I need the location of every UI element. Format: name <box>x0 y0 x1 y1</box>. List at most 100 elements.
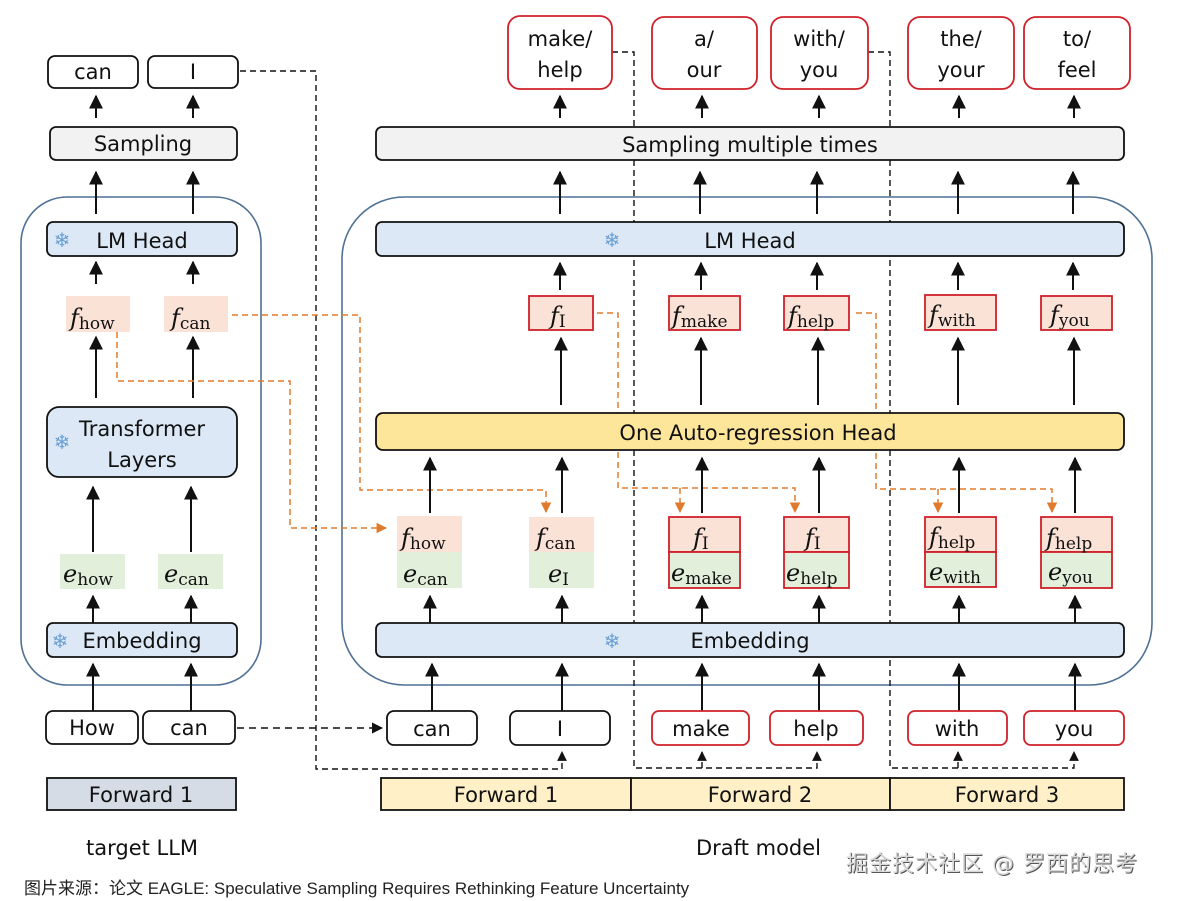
target-feature: fcan <box>164 296 228 334</box>
draft-output-line2: our <box>687 58 722 82</box>
draft-input-pair: fI emake <box>668 516 741 589</box>
svg-text:ecan: ecan <box>164 560 209 590</box>
draft-forward-label: Forward 1 <box>454 783 559 807</box>
dashed-connector <box>868 51 1079 769</box>
draft-input-token: make <box>651 710 750 746</box>
feature-subscript: help <box>938 533 975 553</box>
figure-caption: 图片来源：论文 EAGLE: Speculative Sampling Requ… <box>24 879 690 898</box>
feature-flow-connector <box>597 312 801 514</box>
draft-out-feature: fI <box>528 295 594 332</box>
draft-out-feature: fhelp <box>783 295 850 332</box>
feature-subscript: how <box>79 314 115 334</box>
draft-input-pair: fcan eI <box>529 517 594 590</box>
target-input-token: can <box>142 710 236 745</box>
svg-text:ehelp: ehelp <box>786 559 838 589</box>
ar-head-label: One Auto-regression Head <box>619 421 896 445</box>
feature-subscript: how <box>410 534 446 554</box>
embedding-subscript: help <box>800 569 837 589</box>
target-container <box>20 196 262 686</box>
watermark: 掘金技术社区 @ 罗西的思考 <box>846 852 1138 877</box>
draft-sampling-block: Sampling multiple times <box>375 126 1125 161</box>
draft-input-token: you <box>1023 710 1125 746</box>
feature-subscript: can <box>545 534 576 554</box>
draft-input-label: I <box>557 717 563 741</box>
feature-subscript: help <box>1055 534 1092 554</box>
embedding-symbol: e <box>548 560 562 588</box>
draft-forward-label: Forward 3 <box>955 783 1060 807</box>
snowflake-icon: ❄ <box>54 432 71 454</box>
feature-subscript: can <box>180 314 211 334</box>
svg-text:ewith: ewith <box>929 558 981 588</box>
embedding-symbol: e <box>63 560 77 588</box>
draft-out-feature: fmake <box>668 295 741 332</box>
draft-input-label: can <box>413 717 451 741</box>
dashed-connector <box>240 70 567 770</box>
draft-container <box>341 196 1153 686</box>
draft-output-token: with/ you <box>770 16 869 90</box>
draft-forward-bar: Forward 2 <box>630 777 891 811</box>
snowflake-icon: ❄ <box>604 631 621 653</box>
embedding-subscript: can <box>417 570 448 590</box>
target-lm-head-label: LM Head <box>96 229 187 253</box>
svg-text:eI: eI <box>548 560 569 590</box>
snowflake-icon: ❄ <box>52 631 69 653</box>
draft-output-token: the/ your <box>907 16 1015 90</box>
draft-input-pair: fhelp eyou <box>1040 516 1113 589</box>
draft-output-token: a/ our <box>651 16 758 90</box>
draft-input-pair: fhelp ewith <box>924 516 997 588</box>
draft-input-token: help <box>769 710 864 746</box>
embedding-symbol: e <box>164 560 178 588</box>
draft-forward-label: Forward 2 <box>708 783 813 807</box>
draft-input-label: help <box>793 717 838 741</box>
target-output-token: can <box>47 55 139 89</box>
feature-subscript: I <box>814 534 821 554</box>
draft-out-feature: fyou <box>1040 295 1113 331</box>
target-forward-label: Forward 1 <box>89 783 194 807</box>
draft-forward-bar: Forward 1 <box>380 777 632 811</box>
draft-input-token: I <box>509 710 611 746</box>
embedding-subscript: you <box>1061 568 1093 588</box>
target-forward-bar: Forward 1 <box>46 777 237 811</box>
draft-input-token: can <box>386 710 478 746</box>
svg-text:ecan: ecan <box>403 560 448 590</box>
draft-output-line2: help <box>537 58 582 82</box>
target-sampling-label: Sampling <box>94 132 192 156</box>
draft-input-label: with <box>935 717 980 741</box>
draft-out-feature: fwith <box>924 294 997 331</box>
embedding-subscript: I <box>562 570 569 590</box>
draft-output-line2: you <box>800 58 839 82</box>
draft-output-line1: make/ <box>528 27 594 51</box>
target-input-token: How <box>45 710 139 745</box>
embedding-symbol: e <box>1048 558 1062 586</box>
draft-input-token: with <box>907 710 1008 746</box>
draft-output-token: to/ feel <box>1023 16 1131 90</box>
draft-output-line1: the/ <box>940 27 982 51</box>
snowflake-icon: ❄ <box>54 230 71 252</box>
draft-input-pair: fI ehelp <box>783 516 850 589</box>
transformer-label-line1: Transformer <box>78 417 205 441</box>
draft-sampling-label: Sampling multiple times <box>622 133 878 157</box>
draft-output-line2: your <box>937 58 985 82</box>
target-output-token: I <box>147 55 239 89</box>
feature-subscript: you <box>1058 311 1090 331</box>
draft-input-label: make <box>672 717 730 741</box>
feature-subscript: I <box>702 534 709 554</box>
embedding-subscript: how <box>77 570 113 590</box>
feature-subscript: with <box>938 311 976 331</box>
embedding-symbol: e <box>929 558 943 586</box>
draft-forward-bar: Forward 3 <box>889 777 1125 811</box>
target-input-label: can <box>170 716 208 740</box>
dashed-connector <box>612 51 822 769</box>
target-lm-head-block: ❄ LM Head <box>46 221 238 257</box>
draft-embedding-label: Embedding <box>690 629 809 653</box>
target-embedding: ecan <box>158 554 223 590</box>
draft-model-label: Draft model <box>696 836 821 860</box>
embedding-symbol: e <box>671 559 685 587</box>
draft-lm-head-block: ❄ LM Head <box>375 221 1125 257</box>
feature-subscript: make <box>681 312 728 332</box>
draft-embedding-block: ❄ Embedding <box>375 622 1125 658</box>
target-input-label: How <box>69 716 115 740</box>
svg-text:eyou: eyou <box>1048 558 1093 588</box>
embedding-subscript: make <box>685 569 732 589</box>
